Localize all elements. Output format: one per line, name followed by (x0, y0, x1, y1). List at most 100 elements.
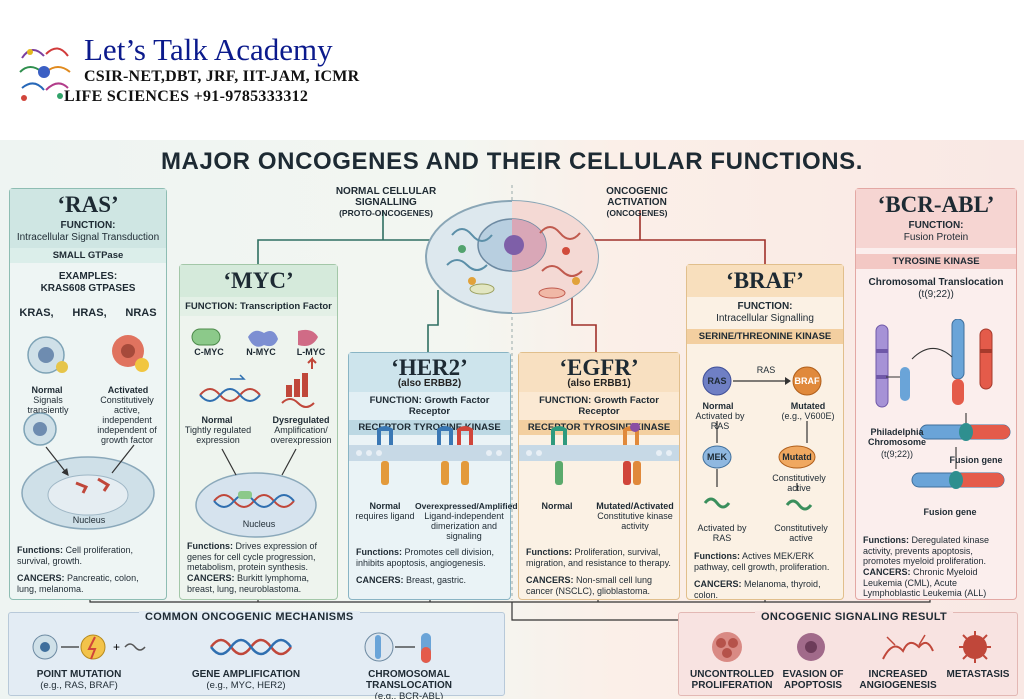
her2-card: ‘HER2’ (also ERBB2) FUNCTION: Growth Fac… (348, 352, 518, 600)
braf-mutatd-node: Mutatd (782, 452, 812, 462)
academy-logo-icon (19, 47, 71, 101)
svg-text:+: + (113, 640, 120, 654)
bcr-chromosome-icon (875, 319, 1011, 489)
egfr-alias: (also ERBB1) (567, 378, 631, 389)
ras-function-label: FUNCTION: (60, 220, 116, 231)
her2-function: FUNCTION: Growth Factor Receptor (349, 392, 510, 420)
bcr-transloc: Chromosomal Translocation (868, 277, 1004, 288)
braf-activated-by: Activated by RAS (697, 523, 747, 543)
braf-function: Intracellular Signalling (716, 313, 814, 324)
myc-function: FUNCTION: Transcription Factor (180, 297, 337, 316)
her2-title: ‘HER2’ (391, 355, 468, 380)
academy-branding: Let’s Talk Academy CSIR-NET,DBT, JRF, II… (64, 34, 359, 106)
braf-mut-desc: (e.g., V600E) (781, 411, 835, 421)
egfr-normal-label: Normal (541, 501, 573, 511)
ras-gene-list: KRAS, HRAS, NRAS (10, 307, 166, 319)
normal-signalling-label: NORMAL CELLULAR SIGNALLING (PROTO-ONCOGE… (335, 186, 437, 218)
oncogenes-infographic: MAJOR ONCOGENES AND THEIR CELLULAR FUNCT… (0, 140, 1024, 699)
ras-card-header: ‘RAS’ FUNCTION: Intracellular Signal Tra… (10, 189, 166, 248)
ras-examples-label: EXAMPLES: (58, 271, 118, 282)
mechanisms-icons: + (32, 632, 431, 663)
myc-normal-desc: Tightly regulated expression (184, 425, 252, 445)
mechanism-chromosomal-translocation: CHROMOSOMAL TRANSLOCATION (e.g., BCR-ABL… (366, 669, 452, 699)
oncogenic-activation-label: ONCOGENIC ACTIVATION (ONCOGENES) (606, 186, 668, 218)
egfr-cancers: CANCERS: Non-small cell lung cancer (NSC… (526, 575, 653, 596)
mechanisms-panel: COMMON ONCOGENIC MECHANISMS + (8, 611, 505, 699)
ras-card: ‘RAS’ FUNCTION: Intracellular Signal Tra… (9, 188, 167, 600)
ras-band: SMALL GTPase (10, 248, 166, 263)
braf-const-active: Constitutively active (772, 473, 826, 493)
her2-normal-label: Normal (369, 501, 401, 511)
braf-card: ‘BRAF’ FUNCTION: Intracellular Signallin… (686, 264, 844, 600)
result-heading: ONCOGENIC SIGNALING RESULT (755, 611, 954, 623)
egfr-card-header: ‘EGFR’ (also ERBB1) (519, 353, 679, 392)
myc-card-header: ‘MYC’ (180, 265, 337, 297)
her2-card-header: ‘HER2’ (also ERBB2) (349, 353, 510, 392)
braf-braf-node: BRAF (794, 376, 820, 386)
myc-variant-c: C-MYC (194, 347, 224, 357)
mechanisms-heading: COMMON ONCOGENIC MECHANISMS (139, 611, 360, 623)
bcr-philadelphia-label: Philadelphia Chromosome (867, 427, 926, 447)
bcr-function-label: FUNCTION: (908, 220, 964, 231)
her2-normal-desc: requires ligand (355, 511, 415, 521)
braf-functions: Functions: Actives MEK/ERK pathway, cell… (694, 551, 830, 572)
myc-title: ‘MYC’ (223, 268, 294, 293)
braf-card-header: ‘BRAF’ (687, 265, 843, 297)
braf-pathway-icon (702, 366, 822, 511)
ras-normal-label: Normal (31, 385, 63, 395)
ras-cancers: CANCERS: Pancreatic, colon, lung, melano… (17, 573, 139, 594)
infographic-title: MAJOR ONCOGENES AND THEIR CELLULAR FUNCT… (160, 148, 864, 175)
egfr-title: ‘EGFR’ (559, 355, 639, 380)
braf-cancers: CANCERS: Melanoma, thyroid, colon. (694, 579, 821, 600)
ras-functions: Functions: Cell proliferation, survival,… (17, 545, 134, 566)
ras-gene-kras: KRAS, (19, 307, 54, 319)
ras-normal-desc: Signals transiently (27, 395, 69, 415)
ras-activated-desc: Constitutively active, independent indep… (97, 395, 157, 445)
mechanism-gene-amplification: GENE AMPLIFICATION (e.g., MYC, HER2) (191, 669, 301, 691)
egfr-card: ‘EGFR’ (also ERBB1) FUNCTION: Growth Fac… (518, 352, 680, 600)
braf-normal-desc: Activated by RAS (695, 411, 745, 431)
result-metastasis: METASTASIS (946, 669, 1010, 680)
connector-lines (89, 185, 931, 621)
braf-ras-arrow-label: RAS (756, 365, 776, 375)
braf-normal-label: Normal (702, 401, 734, 411)
bcr-function: Fusion Protein (903, 232, 969, 243)
myc-cancers: CANCERS: Burkitt lymphoma, breast, lung,… (187, 573, 310, 594)
her2-alias: (also ERBB2) (397, 378, 462, 389)
braf-mut-label: Mutated (790, 401, 826, 411)
bcr-cancers: CANCERS: Chronic Myeloid Leukemia (CML),… (863, 567, 987, 598)
egfr-mut-label: Mutated/Activated (596, 501, 674, 511)
her2-receptor-icon (349, 426, 510, 485)
bcr-abl-card: ‘BCR-ABL’ FUNCTION: Fusion Protein TYROS… (855, 188, 1017, 600)
bcr-band: TYROSINE KINASE (856, 254, 1016, 269)
bcr-functions: Functions: Deregulated kinase activity, … (863, 535, 990, 566)
ras-gene-nras: NRAS (125, 307, 157, 319)
cell-illustration-icon (425, 200, 599, 314)
bcr-fusion-gene-label: Fusion gene (949, 455, 1003, 465)
bcr-title: ‘BCR-ABL’ (877, 192, 995, 217)
myc-functions: Functions: Drives expression of genes fo… (187, 541, 318, 572)
bcr-philadelphia-sub: (t(9;22)) (880, 449, 913, 459)
egfr-function: FUNCTION: Growth Factor Receptor (519, 392, 679, 420)
her2-functions: Functions: Promotes cell division, inhib… (356, 547, 495, 568)
result-icons (712, 631, 991, 663)
ras-cell-diagram-icon (21, 335, 155, 530)
ras-nucleus-label: Nucleus (72, 515, 106, 525)
braf-title: ‘BRAF’ (726, 268, 804, 293)
myc-dysregulated-label: Dysregulated (272, 415, 330, 425)
bcr-transloc-sub: (t(9;22)) (918, 289, 954, 300)
bcr-card-header: ‘BCR-ABL’ FUNCTION: Fusion Protein (856, 189, 1016, 248)
braf-mek-node: MEK (707, 452, 727, 462)
egfr-functions: Functions: Proliferation, survival, migr… (526, 547, 671, 568)
braf-band: SERINE/THREONINE KINASE (687, 329, 843, 344)
braf-const-active-2: Constitutively active (774, 523, 828, 543)
ras-examples: KRAS608 GTPASES (40, 283, 136, 294)
myc-nucleus-label: Nucleus (242, 519, 276, 529)
her2-cancers: CANCERS: Breast, gastric. (356, 575, 467, 585)
her2-over-desc: Ligand-independent dimerization and sign… (424, 511, 504, 541)
academy-subject-phone: LIFE SCIENCES +91-9785333312 (64, 88, 309, 105)
